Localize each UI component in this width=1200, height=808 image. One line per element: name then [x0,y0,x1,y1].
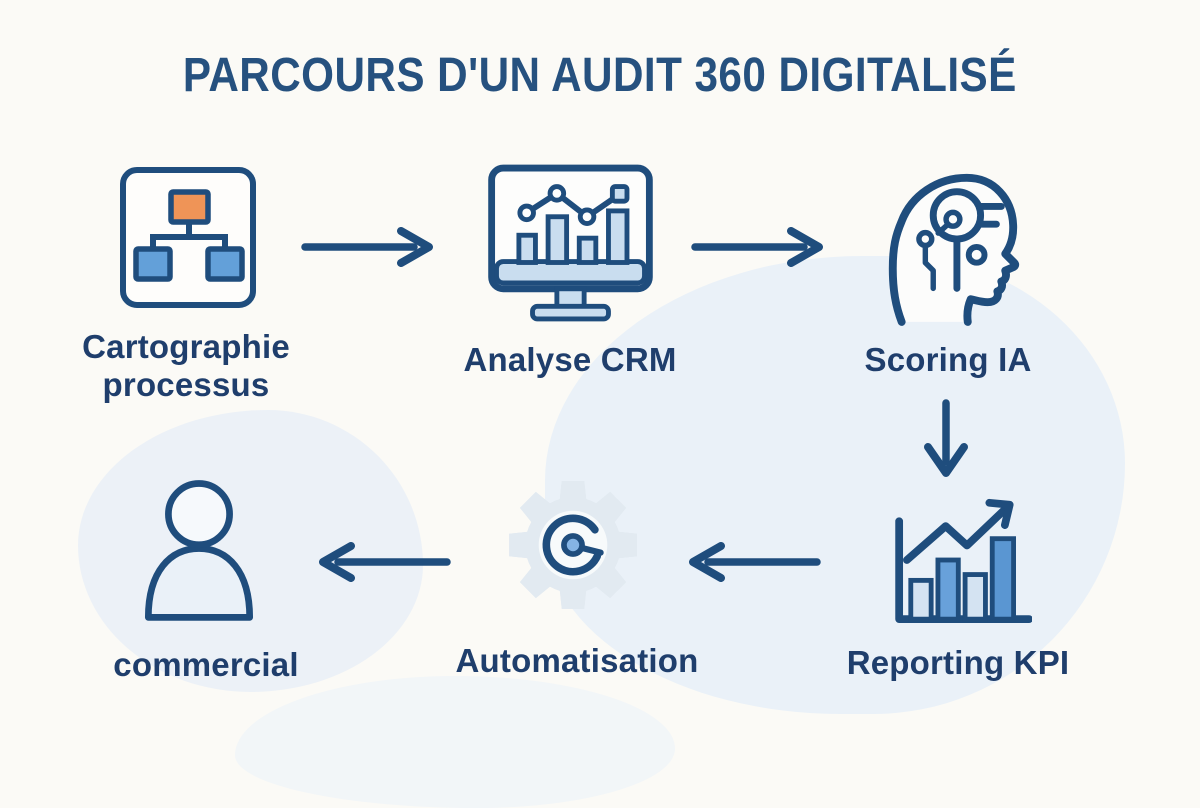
step-cartographie-processus [118,165,258,310]
flow-arrow-left-2 [312,542,452,582]
step-scoring-ia [876,152,1024,330]
kpi-bar-chart-icon [895,498,1032,624]
step-label-reporting-kpi: Reporting KPI [846,644,1070,681]
step-reporting-kpi [872,490,1032,631]
page-title: PARCOURS D'UN AUDIT 360 DIGITALISÉ [183,49,1017,102]
flow-arrow-left-1 [682,542,822,582]
ai-head-icon [888,173,1020,326]
background-blob-left [78,410,423,692]
gear-icon [492,464,654,626]
step-analyse-crm [478,162,663,326]
flow-arrow-down [922,398,970,482]
person-icon [144,480,254,621]
flow-arrow-right-2 [690,227,830,267]
step-automatisation [492,464,654,626]
background-blob-bottom [235,676,675,808]
monitor-analytics-icon [488,164,653,322]
step-label-commercial: commercial [113,646,299,683]
step-label-scoring-ia: Scoring IA [864,341,1032,378]
flow-arrow-right-1 [300,227,440,267]
step-commercial [132,472,266,625]
step-label-cartographie-processus: Cartographie processus [82,328,290,404]
org-chart-icon [120,167,256,308]
background-blob-right [545,256,1125,714]
step-label-analyse-crm: Analyse CRM [463,341,677,378]
step-label-automatisation: Automatisation [455,642,699,679]
